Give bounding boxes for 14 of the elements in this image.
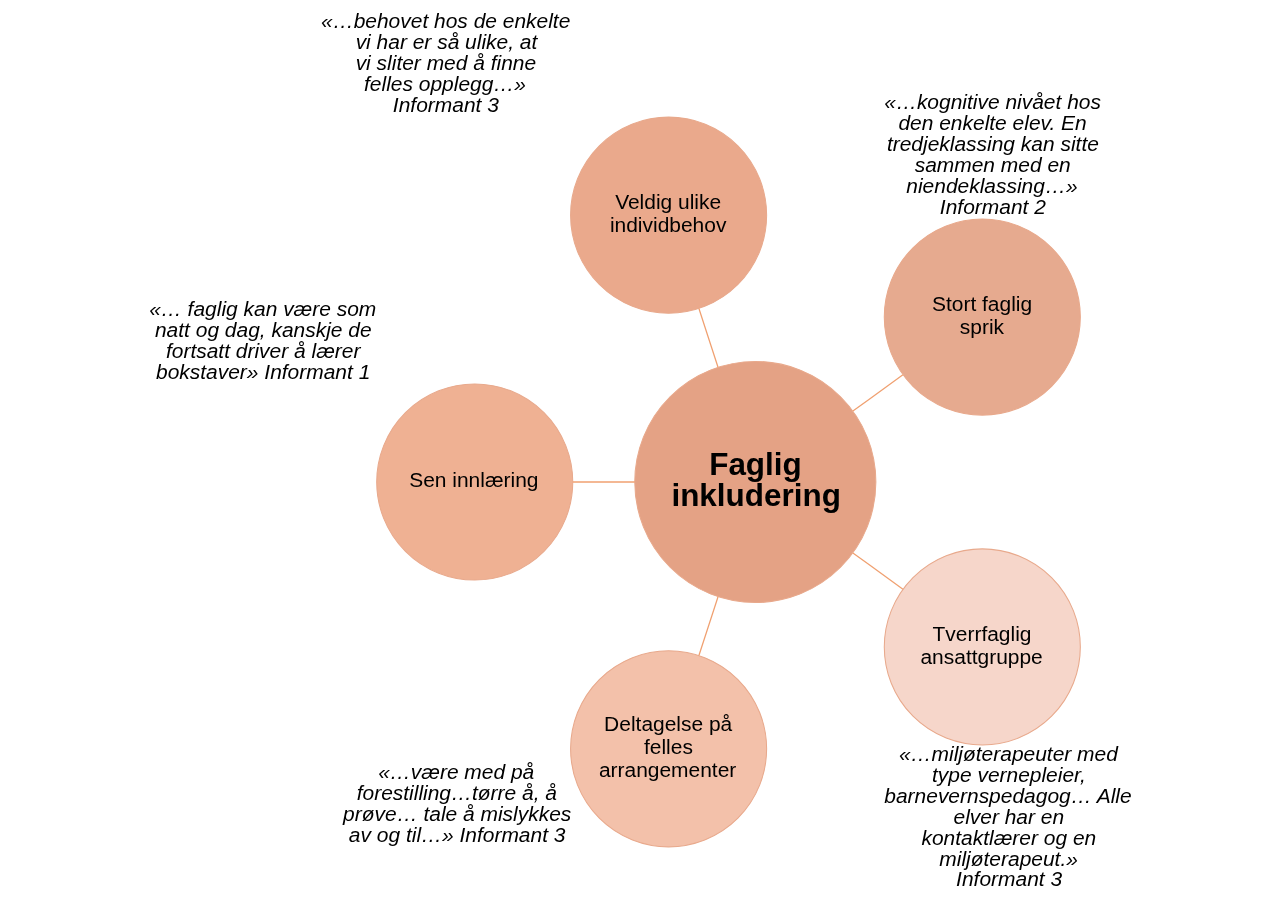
- connector: [697, 596, 719, 657]
- node-circle: Stort faglig sprik: [883, 218, 1081, 416]
- node-label: «…behovet hos de enkelte vi har er så ulike, at vi sliter med å finne felles opplegg…» Informant 3: [320, 9, 570, 116]
- node-label: «… faglig kan være som natt og dag, kanskje de fortsatt driver å lærer bokstaver» Informant 1: [148, 296, 376, 383]
- node-circle: Veldig ulike individbehov: [569, 116, 767, 314]
- node-circle: Faglig inkludering: [633, 360, 876, 604]
- connector: [851, 374, 904, 412]
- connector: [851, 552, 904, 590]
- node-label: «…kognitive nivået hos den enkelte elev. En tredjeklassing kan sitte sammen med en niendeklassing…» Informant 2: [883, 89, 1101, 218]
- node-circle: Tverrfaglig ansattgruppe: [883, 548, 1081, 746]
- node-label: «…være med på forestilling…tørre å, å prøve… tale å mislykkes av og til…» Informant 3: [342, 759, 571, 846]
- connector: [571, 481, 635, 483]
- node-circle: Sen innlæring: [375, 383, 573, 581]
- connector: [697, 307, 719, 368]
